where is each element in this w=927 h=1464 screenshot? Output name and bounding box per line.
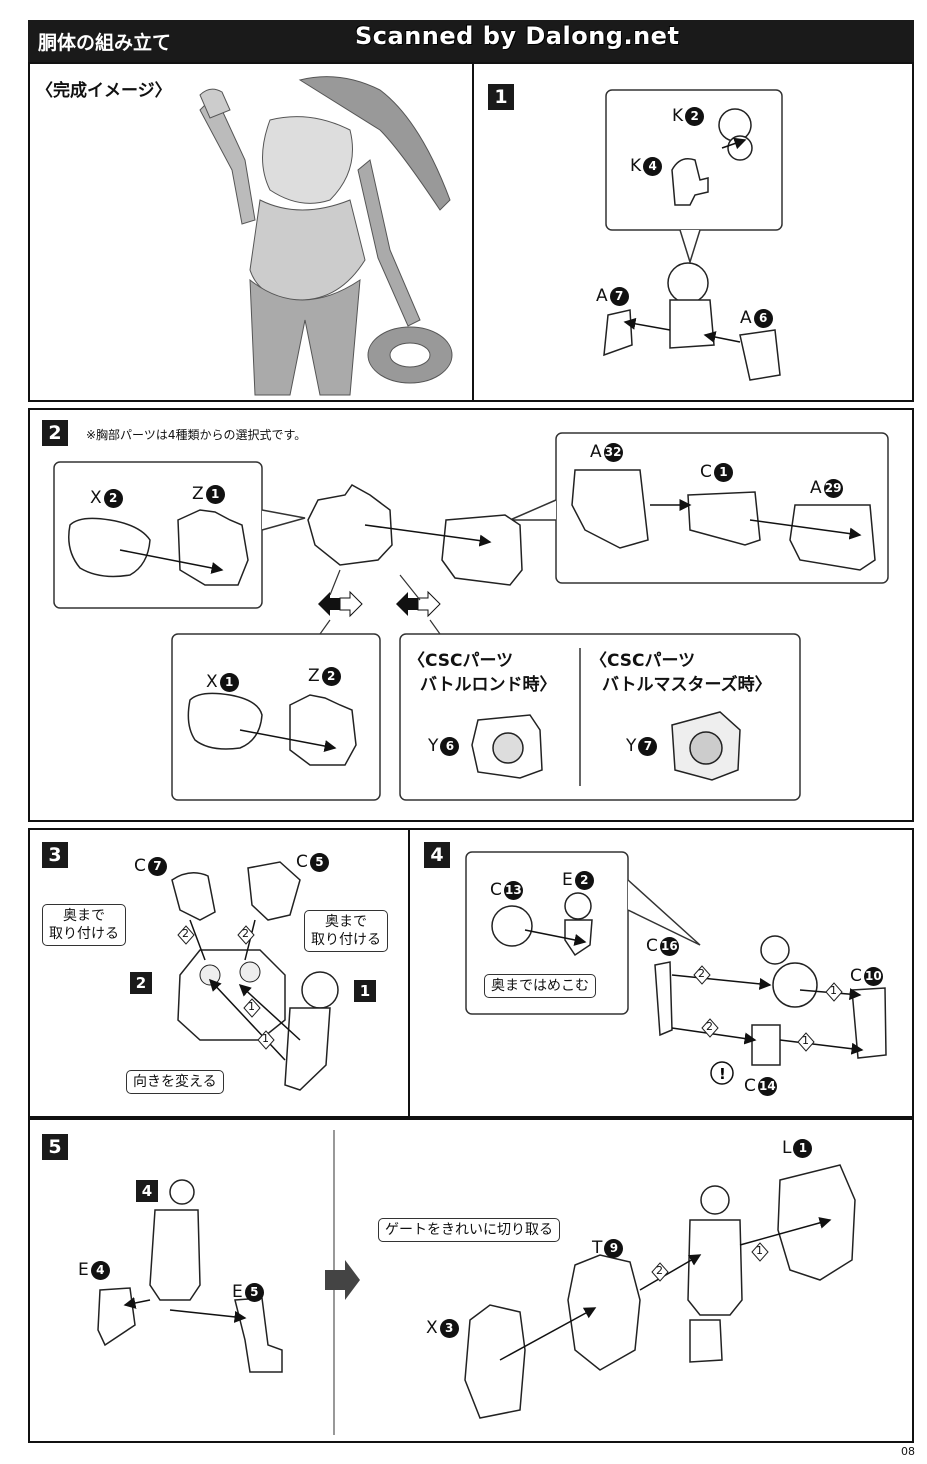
- hex-step-icon: [237, 925, 255, 945]
- callout-cut-gate-cleanly: ゲートをきれいに切り取る: [378, 1218, 560, 1242]
- ref-step-2: 2: [130, 972, 152, 994]
- hex-step-icon: [797, 1032, 815, 1052]
- csc-masters-title-2: バトルマスターズ時〉: [602, 675, 772, 695]
- hex-step-icon: [701, 1018, 719, 1038]
- hex-step-icon: [177, 925, 195, 945]
- section-step4: [408, 828, 914, 1118]
- hex-label: 1: [248, 1000, 255, 1013]
- hex-label: 2: [698, 967, 705, 980]
- hex-step-icon: [825, 982, 843, 1002]
- page-number: 08: [901, 1445, 915, 1458]
- hex-step-icon: [257, 1030, 275, 1050]
- hex-label: 1: [830, 984, 837, 997]
- swap-icon-right: [396, 590, 441, 618]
- step-3-number: 3: [42, 842, 68, 868]
- hex-label: 1: [756, 1244, 763, 1257]
- hex-label: 2: [182, 927, 189, 940]
- figure-illustration: [199, 76, 453, 396]
- watermark: Scanned by Dalong.net: [355, 22, 680, 50]
- swap-icon-left: [318, 590, 363, 618]
- page-title: 胴体の組み立て: [38, 32, 172, 54]
- hex-label: 2: [706, 1020, 713, 1033]
- section-step2: [28, 408, 914, 822]
- hex-step-icon: [243, 998, 261, 1018]
- hex-step-icon: [651, 1262, 669, 1282]
- section-step1: [472, 62, 914, 402]
- hex-label: 1: [802, 1034, 809, 1047]
- svg-text:!: !: [719, 1065, 726, 1083]
- callout-press-in-fully: 奥まではめこむ: [484, 974, 596, 998]
- image-section-label: 〈完成イメージ〉: [36, 81, 172, 101]
- csc-masters-title-1: 〈CSCパーツ: [590, 651, 696, 671]
- hex-label: 1: [262, 1032, 269, 1045]
- header-bar: [28, 20, 914, 62]
- csc-rondo-title-2: バトルロンド時〉: [420, 675, 557, 695]
- warning-icon: [710, 1061, 734, 1085]
- ref-step-1: 1: [354, 980, 376, 1002]
- callout-insert-fully-left: 奥まで 取り付ける: [42, 904, 126, 946]
- section-step5: [28, 1118, 914, 1443]
- hex-step-icon: [751, 1242, 769, 1262]
- step-2-number: 2: [42, 420, 68, 446]
- csc-rondo-title-1: 〈CSCパーツ: [408, 651, 514, 671]
- next-arrow-icon: [325, 1260, 360, 1300]
- hex-step-icon: [693, 965, 711, 985]
- hex-label: 2: [656, 1264, 663, 1277]
- ref-step-4: 4: [136, 1180, 158, 1202]
- step-1-number: 1: [488, 84, 514, 110]
- hex-label: 2: [242, 927, 249, 940]
- step-2-note: ※胸部パーツは4種類からの選択式です。: [86, 428, 307, 442]
- callout-insert-fully-right: 奥まで 取り付ける: [304, 910, 388, 952]
- step-5-number: 5: [42, 1134, 68, 1160]
- step-4-number: 4: [424, 842, 450, 868]
- callout-change-direction: 向きを変える: [126, 1070, 224, 1094]
